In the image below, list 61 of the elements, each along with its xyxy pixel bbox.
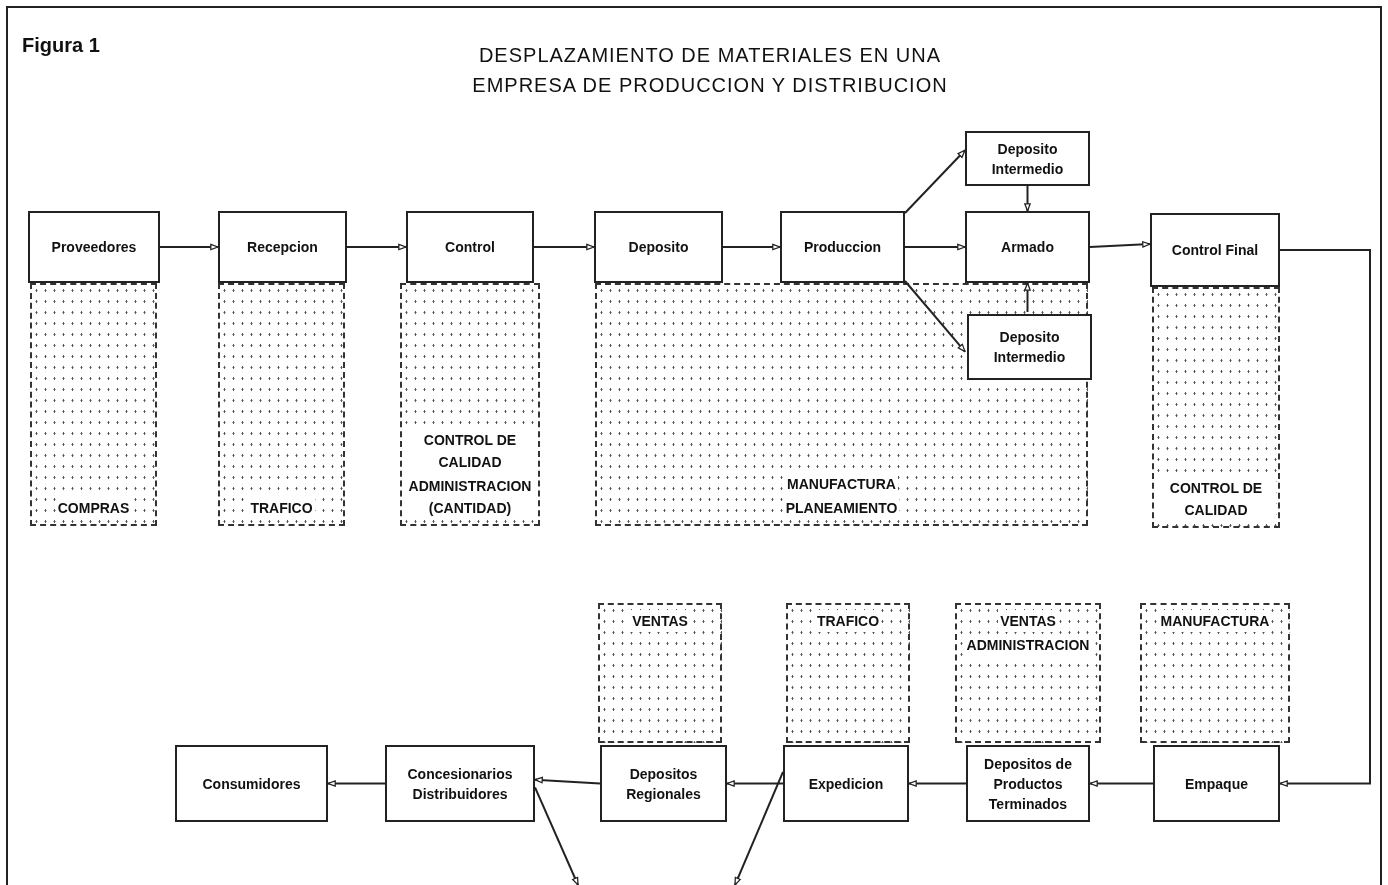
process-box xyxy=(1150,213,1280,287)
arrow xyxy=(534,786,579,885)
department-label: MANUFACTURA xyxy=(1158,610,1272,632)
arrow xyxy=(534,776,601,785)
department-panel xyxy=(30,283,157,526)
arrow xyxy=(734,770,784,885)
node-label: Control Final xyxy=(1171,241,1259,260)
arrow xyxy=(159,243,219,251)
department-panel xyxy=(218,283,345,526)
arrow xyxy=(533,243,595,251)
node-label: Armado xyxy=(1001,238,1054,257)
process-box xyxy=(965,131,1090,186)
arrow xyxy=(327,780,386,787)
process-box xyxy=(28,211,160,283)
arrow xyxy=(1024,282,1031,313)
process-box xyxy=(406,211,534,283)
node-label: Produccion xyxy=(804,238,881,257)
node-label: Empaque xyxy=(1185,774,1248,794)
process-box xyxy=(967,314,1092,380)
process-box xyxy=(1153,745,1280,822)
node-label: Concesionarios Distribuidores xyxy=(406,764,514,804)
process-box xyxy=(780,211,905,283)
process-box xyxy=(600,745,727,822)
arrow xyxy=(346,243,407,251)
department-panel xyxy=(400,283,540,526)
process-box xyxy=(966,745,1090,822)
node-label: Recepcion xyxy=(247,238,318,257)
process-box xyxy=(783,745,909,822)
department-label: VENTAS xyxy=(998,610,1058,632)
node-label: Control xyxy=(445,238,495,257)
process-box xyxy=(594,211,723,283)
node-label: Depositos de Productos Terminados xyxy=(983,754,1073,814)
department-panel xyxy=(786,603,910,743)
department-panel xyxy=(1152,287,1280,528)
node-label: Depositos Regionales xyxy=(625,764,702,804)
diagram-title: DESPLAZAMIENTO DE MATERIALES EN UNA EMPRESA DE PRODUCCION Y DISTRIBUCION xyxy=(471,43,949,98)
arrow xyxy=(904,243,966,251)
arrow xyxy=(904,149,966,214)
process-box xyxy=(965,211,1090,283)
arrow xyxy=(722,243,781,251)
node-label: Expedicion xyxy=(808,774,884,794)
department-label: VENTAS xyxy=(630,610,690,632)
arrow xyxy=(726,780,784,787)
department-panel xyxy=(1140,603,1290,743)
department-label: TRAFICO xyxy=(814,610,882,632)
node-label: Proveedores xyxy=(51,238,137,257)
department-label: ADMINISTRACION (CANTIDAD) xyxy=(404,475,536,519)
node-label: Deposito Intermedio xyxy=(990,139,1065,179)
node-label: Deposito xyxy=(628,238,689,257)
arrow xyxy=(1089,241,1151,248)
arrow xyxy=(1279,249,1371,787)
figure-label: Figura 1 xyxy=(22,34,100,57)
arrow xyxy=(1024,185,1031,212)
node-label: Consumidores xyxy=(202,774,301,794)
process-box xyxy=(218,211,347,283)
process-box xyxy=(175,745,328,822)
department-panel xyxy=(598,603,722,743)
arrow xyxy=(908,780,967,787)
arrow xyxy=(1089,780,1154,787)
department-panel xyxy=(955,603,1101,743)
process-box xyxy=(385,745,535,822)
